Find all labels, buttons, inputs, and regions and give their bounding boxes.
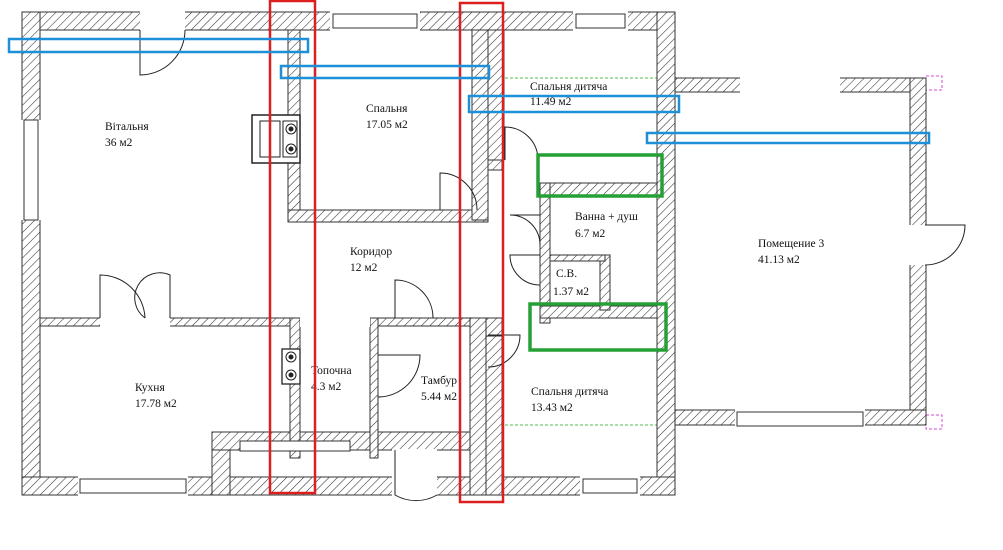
room-name-koridor: Коридор [350,246,392,258]
room-name-spalnya-dytyacha-2: Спальня дитяча [531,386,608,398]
green-marker [536,153,664,198]
stove-icon [251,114,301,164]
room-name-kukhnya: Кухня [135,382,165,394]
door-swings [99,29,966,502]
red-markers [268,0,505,504]
blue-marker [7,37,310,54]
room-area-sv: 1.37 м2 [553,286,589,298]
green-markers [528,153,668,352]
room-labels: Вітальня 36 м2 Спальня 17.05 м2 Спальня … [105,81,824,414]
blue-marker [467,94,681,114]
blue-markers [7,37,931,145]
room-area-spalnya: 17.05 м2 [366,119,408,131]
room-name-tambur: Тамбур [421,375,457,387]
red-marker [268,0,317,495]
room-area-vanna: 6.7 м2 [575,228,606,240]
room-name-sv: С.В. [556,268,577,280]
room-name-vanna: Ванна + душ [575,211,638,223]
boiler-icon [281,348,301,385]
room-area-spalnya-dytyacha-2: 13.43 м2 [531,402,573,414]
room-name-spalnya-dytyacha-1: Спальня дитяча [530,81,607,93]
blue-marker [645,131,931,145]
room-name-topochna: Топочна [311,365,352,377]
room-area-tambur: 5.44 м2 [421,391,457,403]
room-area-topochna: 4.3 м2 [311,381,342,393]
room-name-spalnya: Спальня [366,103,408,115]
green-marker [528,302,668,352]
room-area-pomeshchenie-3: 41.13 м2 [758,254,800,266]
red-marker [458,1,505,504]
room-name-vitalnya: Вітальня [105,121,149,133]
openings [21,11,927,496]
room-area-kukhnya: 17.78 м2 [135,398,177,410]
room-area-koridor: 12 м2 [350,262,378,274]
room-name-pomeshchenie-3: Помещение 3 [758,238,824,250]
room-area-spalnya-dytyacha-1: 11.49 м2 [530,96,572,108]
blue-marker [279,64,491,80]
room-area-vitalnya: 36 м2 [105,137,133,149]
